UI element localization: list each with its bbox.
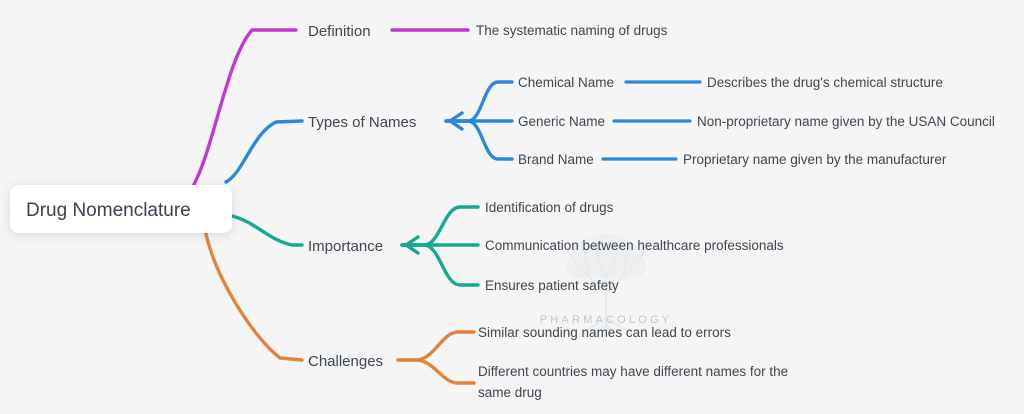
branch-label-definition[interactable]: Definition [308, 23, 371, 40]
connector-root-importance [230, 214, 304, 247]
connector-root-definition [190, 28, 298, 190]
connector-root-types [224, 119, 304, 184]
leaf-challenges-2[interactable]: Different countries may have different n… [478, 364, 788, 400]
root-node[interactable]: Drug Nomenclature [10, 185, 232, 233]
leaf-definition-1[interactable]: The systematic naming of drugs [476, 23, 668, 38]
leaf-chemical-name[interactable]: Chemical Name [518, 75, 614, 90]
leaf-importance-2[interactable]: Communication between healthcare profess… [485, 238, 784, 253]
connector-challenges-fan-1 [396, 330, 476, 362]
detail-chemical-name[interactable]: Describes the drug's chemical structure [707, 75, 943, 90]
leaf-challenges-2-line1: Different countries may have different n… [478, 364, 788, 379]
branch-label-types-of-names[interactable]: Types of Names [308, 114, 416, 131]
leaf-challenges-2-line2: same drug [478, 385, 542, 400]
root-node-box [10, 185, 232, 233]
leaf-importance-3[interactable]: Ensures patient safety [485, 278, 619, 293]
leaf-brand-name[interactable]: Brand Name [518, 152, 594, 167]
leaf-generic-name[interactable]: Generic Name [518, 114, 605, 129]
connector-importance-fan-3 [400, 243, 480, 287]
root-node-label: Drug Nomenclature [26, 200, 191, 221]
leaf-importance-1[interactable]: Identification of drugs [485, 200, 614, 215]
detail-brand-name[interactable]: Proprietary name given by the manufactur… [683, 152, 947, 167]
connector-challenges-fan-2 [396, 358, 476, 385]
connector-types-arrowhead [448, 111, 464, 131]
leaf-challenges-1[interactable]: Similar sounding names can lead to error… [478, 325, 731, 340]
connector-root-challenges [204, 232, 304, 362]
branch-label-importance[interactable]: Importance [308, 238, 383, 255]
connector-types-fan-brand [444, 119, 514, 161]
detail-generic-name[interactable]: Non-proprietary name given by the USAN C… [697, 114, 995, 129]
connector-importance-arrowhead [404, 235, 420, 255]
branch-label-challenges[interactable]: Challenges [308, 353, 383, 370]
